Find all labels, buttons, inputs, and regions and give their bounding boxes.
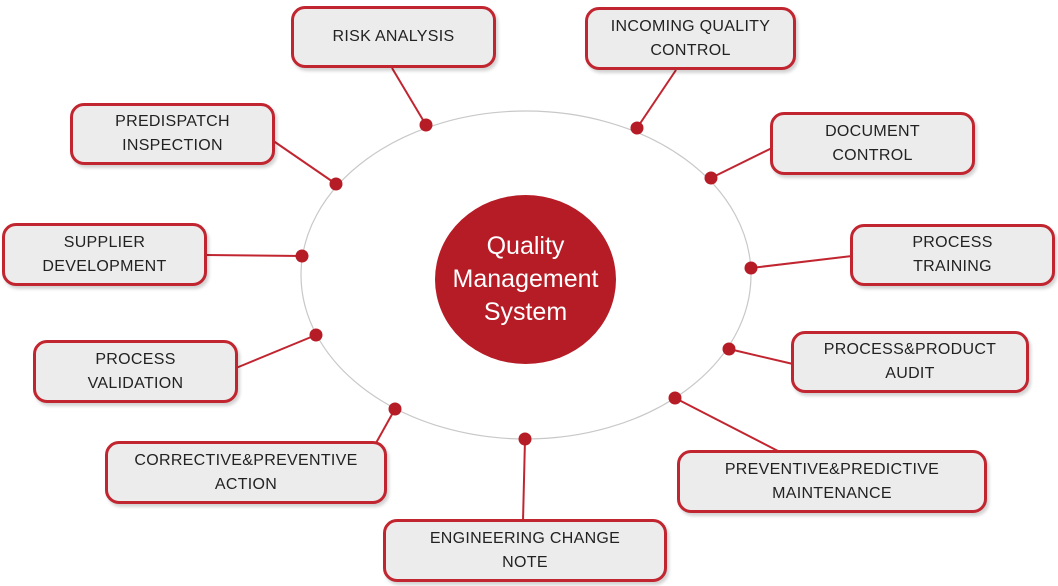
node-dot-process-product-audit [722,342,736,356]
connector-document-control [710,147,773,179]
node-incoming-quality-control: INCOMING QUALITY CONTROL [585,7,796,70]
node-label-line-1: PREDISPATCH [115,113,230,130]
connector-process-product-audit [728,348,794,365]
node-label-line-1: PREVENTIVE&PREDICTIVE [724,460,940,478]
node-label-line-2: MAINTENANCE [772,484,892,502]
node-label-line-2: INSPECTION [122,137,223,154]
node-corrective-preventive-action: CORRECTIVE&PREVENTIVE ACTION [105,441,387,504]
node-dot-risk-analysis [419,118,433,132]
node-supplier-development: SUPPLIER DEVELOPMENT [2,223,207,286]
center-circle-quality-management-system: Quality Management System [435,195,616,364]
connector-preventive-predictive-maintenance [674,397,779,452]
node-label-line-1: ENGINEERING CHANGE [429,529,621,547]
node-dot-process-training [744,261,758,275]
node-label-line-1: PROCESS [95,350,176,368]
node-label-line-2: TRAINING [913,258,992,275]
node-dot-incoming-quality-control [630,121,644,135]
connector-process-validation [235,334,317,369]
node-label-line-1: PROCESS [912,234,993,251]
connector-risk-analysis [391,67,427,126]
node-dot-preventive-predictive-maintenance [668,391,682,405]
node-dot-document-control [704,171,718,185]
node-dot-engineering-change-note [518,432,532,446]
node-label-line-2: DEVELOPMENT [42,257,167,275]
node-predispatch-inspection: PREDISPATCH INSPECTION [70,103,275,165]
center-title-line-1: Quality [486,232,565,260]
node-label-line-1: INCOMING QUALITY [610,17,771,35]
node-label-line-1: RISK ANALYSIS [332,28,455,45]
connector-incoming-quality-control [636,69,677,129]
node-label-line-1: PROCESS&PRODUCT [823,341,997,358]
node-process-product-audit: PROCESS&PRODUCT AUDIT [791,331,1029,393]
node-label-line-2: ACTION [214,475,278,493]
node-document-control: DOCUMENT CONTROL [770,112,975,175]
node-label-line-2: CONTROL [832,146,913,164]
center-title-line-3: System [483,298,568,326]
node-engineering-change-note: ENGINEERING CHANGE NOTE [383,519,667,582]
connector-process-training [750,255,853,269]
node-label-line-1: CORRECTIVE&PREVENTIVE [134,451,358,469]
connector-supplier-development [205,254,303,257]
node-dot-process-validation [309,328,323,342]
center-title-line-2: Management [452,265,599,293]
node-preventive-predictive-maintenance: PREVENTIVE&PREDICTIVE MAINTENANCE [677,450,987,513]
node-dot-predispatch-inspection [329,177,343,191]
node-dot-supplier-development [295,249,309,263]
node-label-line-2: CONTROL [650,41,731,59]
node-label-line-1: DOCUMENT [825,122,920,140]
connector-engineering-change-note [522,438,526,522]
node-label-line-1: SUPPLIER [63,233,146,251]
node-risk-analysis: RISK ANALYSIS [291,6,496,68]
node-label-line-2: NOTE [502,553,548,571]
node-label-line-2: AUDIT [885,365,935,382]
connector-predispatch-inspection [271,139,337,185]
node-process-training: PROCESS TRAINING [850,224,1055,286]
node-dot-corrective-preventive-action [388,402,402,416]
node-process-validation: PROCESS VALIDATION [33,340,238,403]
node-label-line-2: VALIDATION [87,374,184,392]
